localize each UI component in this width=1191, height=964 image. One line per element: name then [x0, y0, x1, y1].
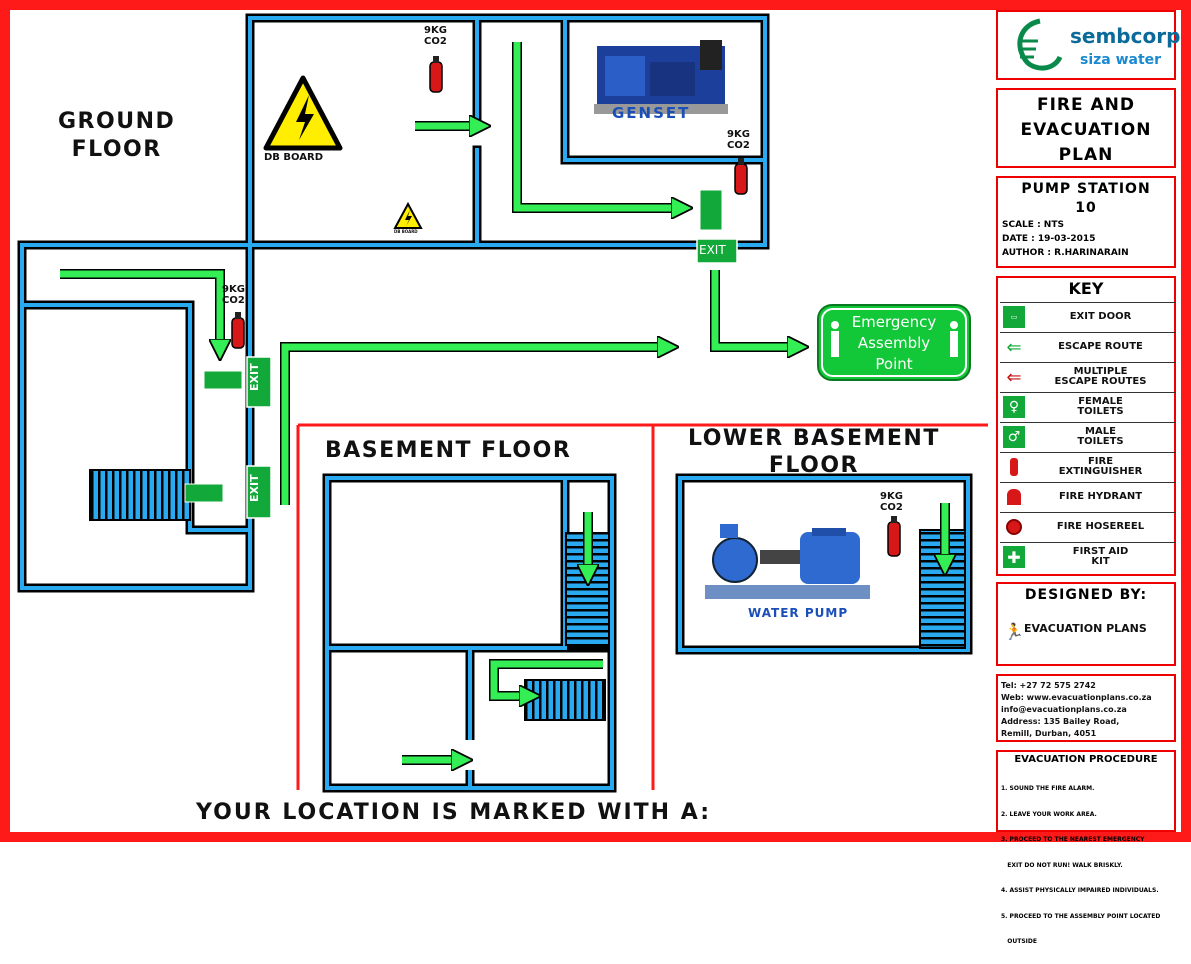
procedure-step: 2. LEAVE YOUR WORK AREA. — [1001, 810, 1097, 818]
exit-door-icon: ▭ — [1003, 306, 1025, 328]
key-row: FIRE HOSEREEL — [1000, 512, 1176, 541]
male-toilets-icon: ♂ — [1003, 426, 1025, 448]
ground-floor-walls — [17, 13, 770, 593]
genset-label: GENSET — [612, 104, 691, 122]
db-board-small-label: DB BOARD — [394, 229, 418, 234]
fire-extinguisher-icon — [231, 312, 245, 349]
electrical-hazard-small-icon — [393, 201, 423, 229]
female-toilets-icon: ♀ — [1003, 396, 1025, 418]
exit-sign-vertical — [246, 356, 272, 408]
contact-box: Tel: +27 72 575 2742 Web: www.evacuation… — [996, 674, 1176, 742]
contact-line: Remill, Durban, 4051 — [1001, 729, 1097, 738]
key-title: KEY — [1068, 279, 1104, 298]
procedure-step: EXIT DO NOT RUN! WALK BRISKLY. — [1001, 861, 1123, 869]
exit-sign-label: EXIT — [699, 243, 726, 257]
key-row: ⇐ ESCAPE ROUTE — [1000, 332, 1176, 361]
genset-icon — [594, 40, 728, 114]
ground-stairs — [89, 469, 191, 521]
procedure-step: 3. PROCEED TO THE NEAREST EMERGENCY — [1001, 836, 1145, 843]
exit-sign — [696, 189, 738, 264]
escape-route-icon: ⇐ — [1006, 336, 1022, 358]
db-board-label: DB BOARD — [264, 152, 323, 163]
exit-route-sign — [184, 370, 243, 503]
contact-line: Tel: +27 72 575 2742 — [1001, 681, 1096, 690]
procedure-step: 1. SOUND THE FIRE ALARM. — [1001, 785, 1095, 792]
procedure-step: 5. PROCEED TO THE ASSEMBLY POINT LOCATED — [1001, 912, 1161, 920]
designer-box: DESIGNED BY: 🏃 EVACUATION PLANS — [996, 582, 1176, 666]
escape-routes — [60, 42, 945, 760]
company-name: EVACUATION PLANS — [1024, 622, 1147, 635]
section-dividers — [296, 423, 988, 790]
contact-line: Web: www.evacuationplans.co.za — [1001, 693, 1152, 702]
first-aid-icon: ✚ — [1003, 546, 1025, 568]
procedure-box: EVACUATION PROCEDURE 1. SOUND THE FIRE A… — [996, 750, 1176, 945]
contact-line: info@evacuationplans.co.za — [1001, 705, 1127, 714]
water-pump-label: WATER PUMP — [748, 606, 849, 620]
electrical-hazard-icon — [263, 75, 343, 151]
procedure-step: OUTSIDE — [1001, 938, 1037, 945]
logo-sub: siza water — [1080, 52, 1162, 68]
procedure-title: EVACUATION PROCEDURE — [1014, 754, 1158, 765]
page-border — [0, 0, 1191, 842]
key-row: FIRE HYDRANT — [1000, 482, 1176, 511]
basement-walls — [322, 473, 617, 793]
fire-extinguisher-icon — [429, 56, 443, 93]
designed-by-label: DESIGNED BY: — [1024, 587, 1148, 603]
exit-sign-vertical — [246, 465, 272, 519]
exit-sign-label: EXIT — [248, 474, 261, 502]
fire-extinguisher-icon — [1003, 456, 1025, 478]
floor-plan — [17, 13, 988, 793]
multiple-escape-routes-icon: ⇐ — [1006, 366, 1022, 388]
logo-box: sembcorp siza water — [996, 10, 1180, 80]
logo-name: sembcorp — [1070, 24, 1181, 48]
water-pump-icon — [705, 524, 870, 599]
key-box: KEY ▭ EXIT DOOR ⇐ ESCAPE ROUTE ⇐ MULTIPL… — [996, 276, 1176, 576]
key-row: ▭ EXIT DOOR — [1000, 302, 1176, 331]
fire-hydrant-icon — [1003, 486, 1025, 508]
contact-line: Address: 135 Bailey Road, — [1001, 717, 1120, 726]
fire-extinguisher-icon — [734, 158, 748, 195]
assembly-point-sign — [817, 304, 971, 381]
running-man-icon: 🏃 — [1004, 622, 1024, 641]
basement-floor-title: BASEMENT FLOOR — [325, 438, 572, 463]
exit-sign-label: EXIT — [248, 363, 261, 391]
procedure-step: 4. ASSIST PHYSICALLY IMPAIRED INDIVIDUAL… — [1001, 887, 1159, 894]
fire-hosereel-icon — [1003, 516, 1025, 538]
fire-extinguisher-icon — [887, 516, 901, 557]
lower-basement-walls — [675, 473, 973, 655]
location-footer: YOUR LOCATION IS MARKED WITH A: — [196, 800, 711, 825]
sembcorp-logo-icon — [1017, 18, 1063, 71]
